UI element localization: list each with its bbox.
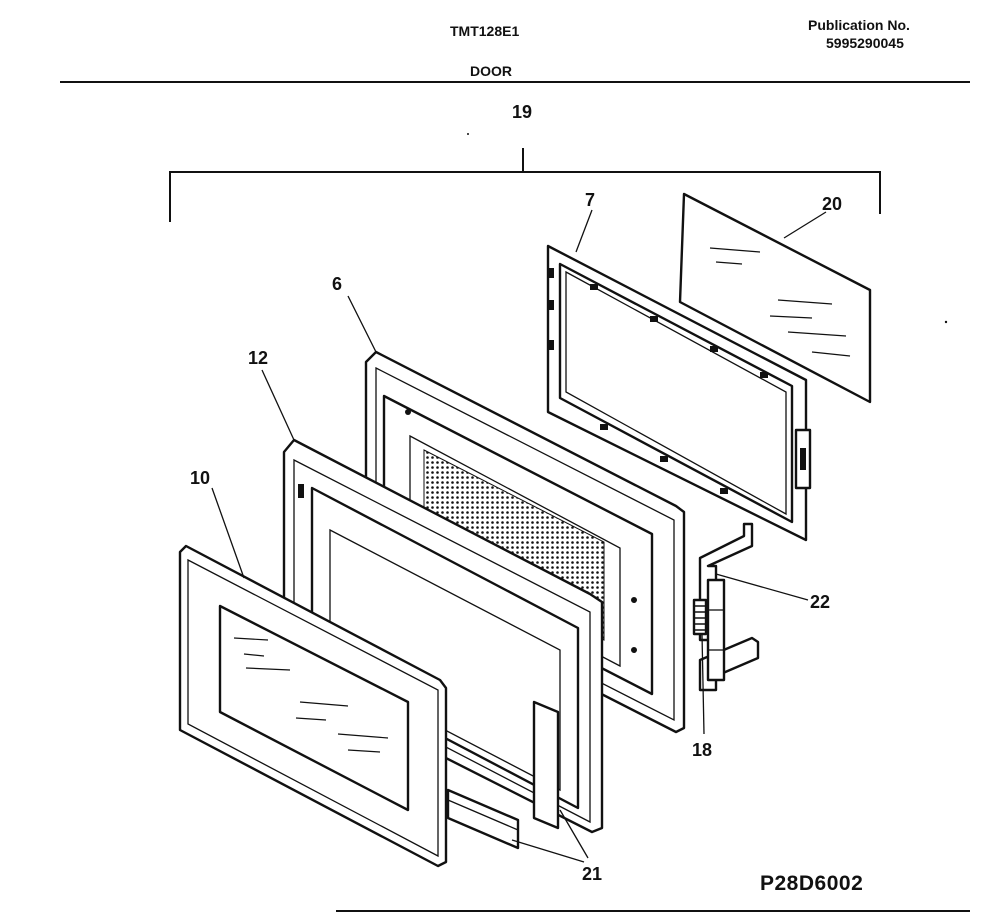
callout-12: 12 [248,348,268,368]
leader-22 [715,573,809,601]
part-10-front-door-glass [178,544,448,868]
assembly-bracket [169,148,881,222]
part-18-spring [692,598,708,636]
part-7-choke-frame [546,244,812,542]
publication-number: 5995290045 [826,35,904,51]
callout-10: 10 [190,468,210,488]
callout-20: 20 [822,194,842,214]
callout-6: 6 [332,274,342,294]
callout-22: 22 [810,592,830,612]
leader-20 [783,211,827,239]
leader-7 [575,209,593,253]
leader-10 [211,487,245,579]
publication-label: Publication No. [808,17,910,33]
scan-speck [944,320,948,324]
part-20-glass-panel [678,192,872,404]
diagram-code: P28D6002 [760,872,863,895]
callout-7: 7 [585,190,595,210]
leader-6 [347,295,377,353]
scan-speck [467,133,469,135]
part-22-latch-hooks [698,522,760,692]
part-21-choke-covers [446,700,560,850]
callout-18: 18 [692,740,712,760]
leader-18 [701,633,705,735]
leaders-21 [511,809,589,863]
callout-21: 21 [582,864,602,884]
callout-19: 19 [512,102,532,122]
section-title: DOOR [470,63,512,79]
model-number: TMT128E1 [450,23,519,39]
leader-12 [261,369,295,441]
